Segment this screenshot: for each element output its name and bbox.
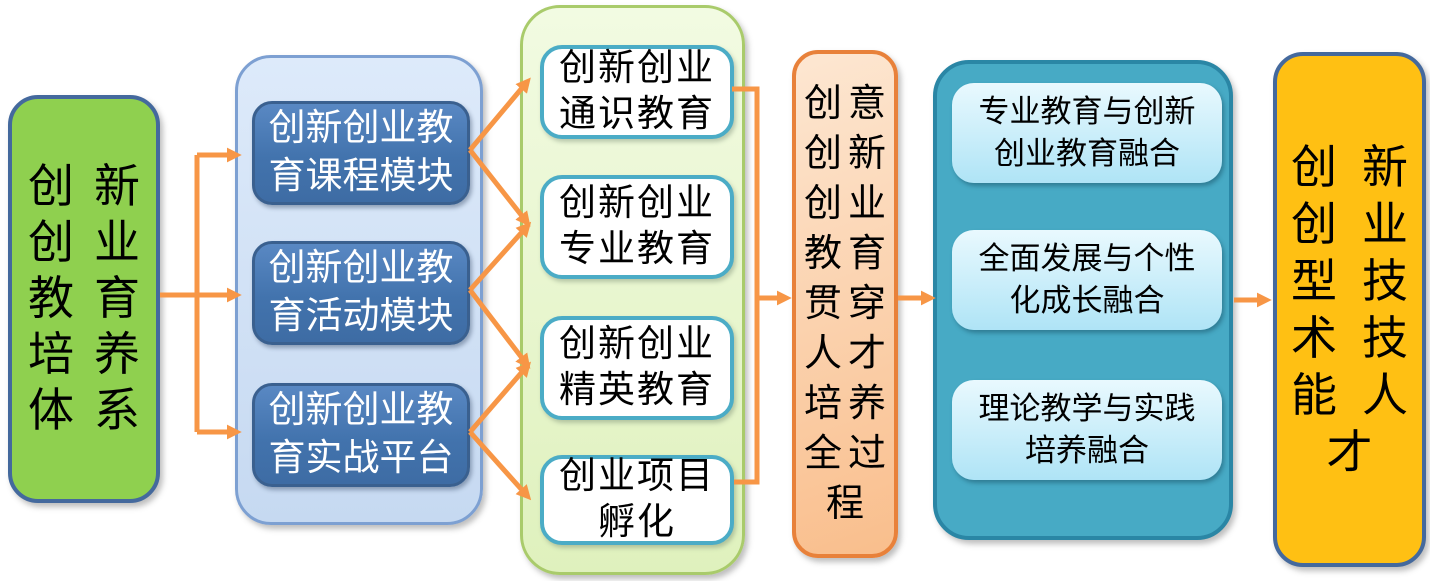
integration-box-development: 全面发展与个性 化成长融合 bbox=[952, 230, 1222, 330]
box-text-line: 能人 bbox=[1291, 369, 1408, 421]
box-text-line: 理论教学与实践 bbox=[978, 391, 1196, 426]
box-text-line: 才 bbox=[1326, 426, 1373, 478]
box-text-line: 育活动模块 bbox=[268, 296, 454, 337]
box-text-line: 育实战平台 bbox=[268, 438, 454, 479]
integration-box-theory-practice: 理论教学与实践 培养融合 bbox=[952, 380, 1222, 480]
education-box-general: 创新创业 通识教育 bbox=[540, 45, 734, 139]
process-box: 创意 创新 创业 教育 贯穿 人才 培养 全过 程 bbox=[792, 50, 898, 558]
box-text-line: 创业 bbox=[28, 217, 140, 268]
module-box-courses: 创新创业教 育课程模块 bbox=[252, 101, 470, 205]
box-text-line: 创新 bbox=[804, 133, 886, 175]
modules-container: 创新创业教 育课程模块 创新创业教 育活动模块 创新创业教 育实战平台 bbox=[235, 55, 483, 525]
box-text-line: 创新创业 bbox=[559, 48, 715, 89]
box-text-line: 术技 bbox=[1291, 312, 1408, 364]
box-text-line: 创新创业 bbox=[559, 324, 715, 365]
box-text-line: 培养融合 bbox=[1025, 433, 1149, 468]
box-text-line: 化成长融合 bbox=[1009, 283, 1165, 318]
arrow-source-trunk bbox=[160, 155, 200, 432]
box-text-line: 贯穿 bbox=[804, 283, 886, 325]
box-text-line: 全过 bbox=[804, 433, 886, 475]
box-text-line: 体系 bbox=[28, 385, 140, 436]
box-text-line: 创新 bbox=[1291, 141, 1408, 193]
module-box-activities: 创新创业教 育活动模块 bbox=[252, 241, 470, 345]
box-text-line: 型技 bbox=[1291, 255, 1408, 307]
box-text-line: 教育 bbox=[804, 233, 886, 275]
training-system-box: 创新 创业 教育 培养 体系 bbox=[8, 95, 160, 503]
box-text-line: 创业教育融合 bbox=[994, 136, 1180, 171]
box-text-line: 孵化 bbox=[598, 502, 676, 543]
box-text-line: 人才 bbox=[804, 333, 886, 375]
box-text-line: 精英教育 bbox=[559, 370, 715, 411]
education-box-incubation: 创业项目 孵化 bbox=[540, 455, 734, 545]
education-box-elite: 创新创业 精英教育 bbox=[540, 316, 734, 420]
box-text-line: 教育 bbox=[28, 273, 140, 324]
box-text-line: 培养 bbox=[28, 329, 140, 380]
outcome-box: 创新 创业 型技 术技 能人 才 bbox=[1273, 52, 1426, 567]
box-text-line: 创新 bbox=[28, 161, 140, 212]
box-text-line: 程 bbox=[825, 483, 864, 525]
education-box-professional: 创新创业 专业教育 bbox=[540, 175, 734, 279]
box-text-line: 培养 bbox=[804, 383, 886, 425]
education-container: 创新创业 通识教育 创新创业 专业教育 创新创业 精英教育 创业项目 孵化 bbox=[520, 5, 745, 575]
box-text-line: 创业 bbox=[1291, 198, 1408, 250]
module-box-practice-platform: 创新创业教 育实战平台 bbox=[252, 383, 470, 487]
box-text-line: 全面发展与个性 bbox=[978, 241, 1196, 276]
box-text-line: 通识教育 bbox=[559, 94, 715, 135]
box-text-line: 创新创业教 bbox=[268, 390, 454, 431]
box-text-line: 创业项目 bbox=[559, 456, 715, 497]
integration-container: 专业教育与创新 创业教育融合 全面发展与个性 化成长融合 理论教学与实践 培养融… bbox=[933, 60, 1233, 540]
box-text-line: 创业 bbox=[804, 183, 886, 225]
integration-box-professional: 专业教育与创新 创业教育融合 bbox=[952, 83, 1222, 183]
box-text-line: 创意 bbox=[804, 83, 886, 125]
box-text-line: 创新创业 bbox=[559, 183, 715, 224]
box-text-line: 专业教育与创新 bbox=[978, 94, 1196, 129]
box-text-line: 专业教育 bbox=[559, 229, 715, 270]
box-text-line: 创新创业教 bbox=[268, 248, 454, 289]
box-text-line: 创新创业教 bbox=[268, 108, 454, 149]
box-text-line: 育课程模块 bbox=[268, 156, 454, 197]
